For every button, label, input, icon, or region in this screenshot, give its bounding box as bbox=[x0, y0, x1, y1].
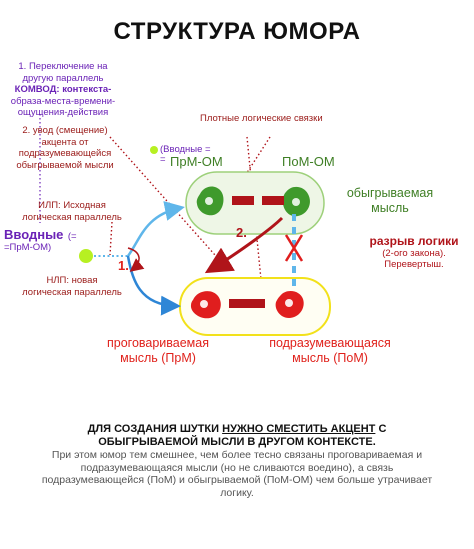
note-accent-shift: 2. увод (смещение) акцента от подразумев… bbox=[16, 125, 114, 171]
implied-thought-label: подразумевающаяся мысль (ПоМ) bbox=[269, 336, 391, 365]
spoken-thought-label: проговариваемая мысль (ПрМ) bbox=[106, 336, 209, 365]
played-thought-label: обыгрываемая мысль bbox=[346, 186, 434, 215]
ilp-arrow bbox=[126, 201, 185, 257]
step-2-label: 2. bbox=[236, 225, 247, 240]
nlp-arrow bbox=[126, 255, 181, 316]
bottom-explanation: ДЛЯ СОЗДАНИЯ ШУТКИ НУЖНО СМЕСТИТЬ АКЦЕНТ… bbox=[40, 423, 434, 499]
note-switch-parallel: 1. Переключение на другую параллель КОМВ… bbox=[10, 61, 116, 118]
vvodnye-left-label: Вводные (= =ПрМ-ОМ) bbox=[4, 227, 77, 253]
vvodnye-top-label: (Вводные = = bbox=[160, 144, 211, 165]
page-title: СТРУКТУРА ЮМОРА bbox=[113, 18, 361, 45]
pom-om-label: ПоМ-ОМ bbox=[282, 154, 335, 169]
dense-links-label: Плотные логические связки bbox=[200, 113, 323, 124]
dense-links-leader-1 bbox=[246, 136, 264, 301]
bottom-lead: ДЛЯ СОЗДАНИЯ ШУТКИ НУЖНО СМЕСТИТЬ АКЦЕНТ… bbox=[87, 423, 387, 448]
step-1-label: 1. bbox=[118, 258, 129, 273]
nlp-label: НЛП: новая логическая параллель bbox=[22, 275, 122, 298]
vvodnye-top-dot bbox=[150, 146, 158, 154]
ilp-label: ИЛП: Исходная логическая параллель bbox=[22, 200, 122, 223]
arrow-1 bbox=[127, 247, 145, 272]
break-logic-label: разрыв логики (2-ого закона). Перевертыш… bbox=[369, 234, 459, 270]
break-x-2 bbox=[284, 234, 304, 262]
prm-om-label: ПрМ-ОМ bbox=[170, 154, 223, 169]
bottom-sub: При этом юмор тем смешнее, чем более тес… bbox=[41, 449, 433, 499]
lower-link bbox=[229, 299, 265, 308]
ilp-leader bbox=[109, 221, 113, 256]
played-thought-capsule bbox=[185, 171, 325, 235]
arrow-2 bbox=[204, 216, 284, 274]
upper-link-left bbox=[232, 196, 254, 205]
upper-link-right bbox=[262, 196, 284, 205]
vvodnye-dot bbox=[79, 249, 93, 263]
